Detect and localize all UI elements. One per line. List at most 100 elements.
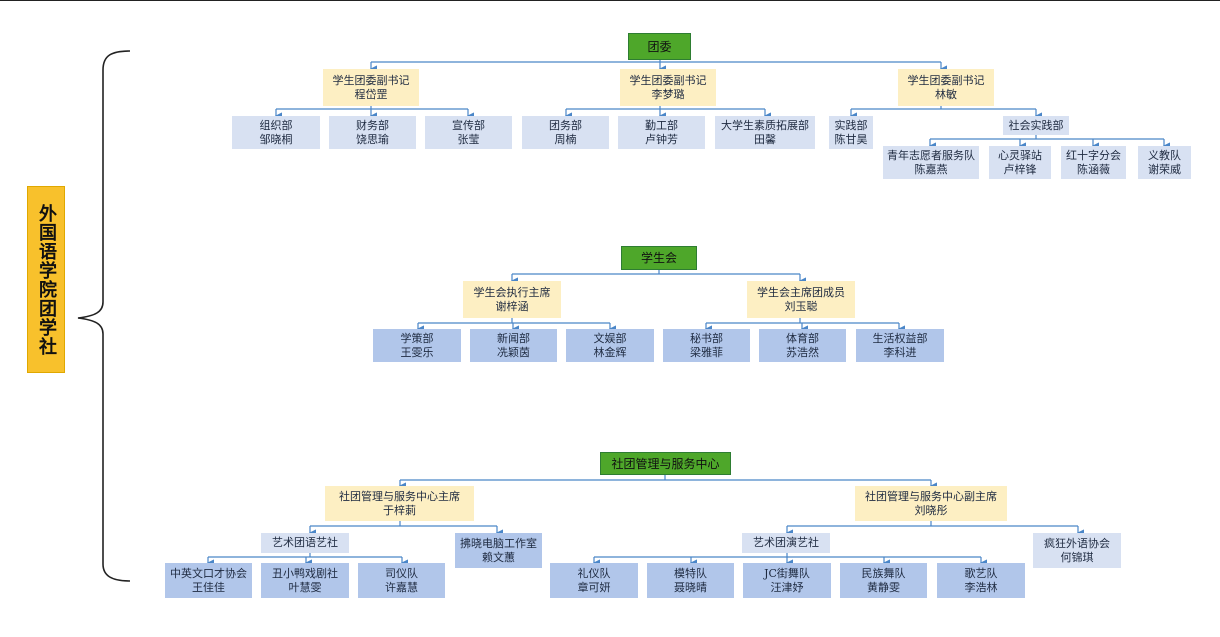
center-leader-node[interactable]: 社团管理与服务中心副主席 刘晓彤 xyxy=(855,486,1007,521)
dept-node[interactable]: 生活权益部 李科进 xyxy=(856,329,944,362)
node-title: 拂晓电脑工作室 xyxy=(460,536,537,550)
node-title: 艺术团演艺社 xyxy=(753,536,819,549)
node-person: 李梦璐 xyxy=(651,87,685,101)
node-title: 宣传部 xyxy=(452,118,485,132)
deputy-secretary-node[interactable]: 学生团委副书记 程岱罡 xyxy=(323,69,419,106)
node-title: 团务部 xyxy=(549,118,582,132)
node-person: 叶慧雯 xyxy=(288,580,322,594)
node-person: 程岱罡 xyxy=(354,87,388,101)
union-leader-node[interactable]: 学生会执行主席 谢梓涵 xyxy=(463,281,561,318)
node-person: 刘玉聪 xyxy=(784,299,818,313)
dept-node[interactable]: 体育部 苏浩然 xyxy=(759,329,846,362)
top-border xyxy=(0,0,1220,1)
node-title: 义教队 xyxy=(1148,148,1181,162)
node-person: 章可妍 xyxy=(577,580,611,594)
node-title: 心灵驿站 xyxy=(998,148,1042,162)
team-node[interactable]: 红十字分会 陈涵薇 xyxy=(1061,146,1126,179)
node-title: 民族舞队 xyxy=(861,566,906,580)
node-title: 歌艺队 xyxy=(964,566,998,580)
node-title: 学生团委副书记 xyxy=(907,73,985,87)
youth-league-node[interactable]: 团委 xyxy=(628,33,691,60)
team-node[interactable]: 青年志愿者服务队 陈嘉燕 xyxy=(883,146,979,179)
studio-node[interactable]: 拂晓电脑工作室 赖文蕙 xyxy=(455,533,542,568)
node-person: 陈嘉燕 xyxy=(914,162,948,176)
deputy-secretary-node[interactable]: 学生团委副书记 林敏 xyxy=(898,69,994,106)
node-person: 陈甘昊 xyxy=(834,132,868,146)
node-title: 新闻部 xyxy=(497,331,530,345)
deputy-secretary-node[interactable]: 学生团委副书记 李梦璐 xyxy=(620,69,716,106)
club-node[interactable]: 中英文口才协会 王佳佳 xyxy=(165,563,252,598)
dept-node[interactable]: 团务部 周楠 xyxy=(522,116,609,149)
node-person: 刘晓彤 xyxy=(914,503,948,517)
dept-node[interactable]: 秘书部 梁雅菲 xyxy=(663,329,750,362)
node-person: 张莹 xyxy=(457,132,480,146)
node-title: 学生团委副书记 xyxy=(332,73,410,87)
node-person: 李科进 xyxy=(883,345,917,359)
team-node[interactable]: 心灵驿站 卢梓锋 xyxy=(989,146,1051,179)
node-title: 社团管理与服务中心副主席 xyxy=(865,489,997,503)
node-person: 许嘉慧 xyxy=(385,580,418,594)
dept-node[interactable]: 学策部 王雯乐 xyxy=(373,329,461,362)
node-person: 卢梓锋 xyxy=(1003,162,1037,176)
club-node[interactable]: 疯狂外语协会 何锦琪 xyxy=(1033,533,1121,568)
union-leader-node[interactable]: 学生会主席团成员 刘玉聪 xyxy=(747,281,855,318)
node-person: 黄静雯 xyxy=(867,580,900,594)
club-node[interactable]: 模特队 聂晓晴 xyxy=(647,563,734,598)
node-person: 邹晓桐 xyxy=(259,132,293,146)
node-title: 大学生素质拓展部 xyxy=(721,118,809,132)
dept-node[interactable]: 文娱部 林金辉 xyxy=(566,329,654,362)
dept-node[interactable]: 宣传部 张莹 xyxy=(425,116,512,149)
node-title: JC街舞队 xyxy=(764,566,810,580)
student-union-node[interactable]: 学生会 xyxy=(621,246,697,270)
club-center-node[interactable]: 社团管理与服务中心 xyxy=(600,452,731,475)
node-person: 聂晓晴 xyxy=(674,580,707,594)
node-title: 司仪队 xyxy=(385,566,418,580)
node-title: 体育部 xyxy=(786,331,819,345)
node-title: 生活权益部 xyxy=(872,331,928,345)
club-node[interactable]: 民族舞队 黄静雯 xyxy=(840,563,927,598)
node-person: 林金辉 xyxy=(593,345,627,359)
club-node[interactable]: 司仪队 许嘉慧 xyxy=(358,563,445,598)
node-title: 社会实践部 xyxy=(1008,118,1064,132)
node-person: 周楠 xyxy=(554,132,577,146)
node-person: 田馨 xyxy=(754,132,776,146)
node-person: 王雯乐 xyxy=(400,345,434,359)
center-leader-node[interactable]: 社团管理与服务中心主席 于梓莿 xyxy=(325,486,474,521)
node-title: 模特队 xyxy=(674,566,707,580)
dept-node[interactable]: 大学生素质拓展部 田馨 xyxy=(715,116,815,149)
node-title: 丑小鸭戏剧社 xyxy=(272,566,338,580)
dept-node[interactable]: 新闻部 冼颖茵 xyxy=(470,329,557,362)
node-title: 学策部 xyxy=(400,331,434,345)
dept-node[interactable]: 财务部 饶思瑜 xyxy=(329,116,416,149)
org-side-label: 外国语学院团学社 xyxy=(27,186,65,373)
art-group-node[interactable]: 艺术团语艺社 xyxy=(261,533,349,553)
club-node[interactable]: JC街舞队 汪津妤 xyxy=(743,563,831,598)
node-title: 秘书部 xyxy=(690,331,723,345)
dept-node[interactable]: 组织部 邹晓桐 xyxy=(232,116,320,149)
node-title: 中英文口才协会 xyxy=(170,566,247,580)
club-center-title: 社团管理与服务中心 xyxy=(611,456,720,471)
node-person: 李浩林 xyxy=(964,580,998,594)
social-practice-node[interactable]: 社会实践部 xyxy=(1003,116,1069,135)
team-node[interactable]: 义教队 谢荣威 xyxy=(1138,146,1191,179)
node-person: 苏浩然 xyxy=(786,345,819,359)
node-person: 卢钟芳 xyxy=(645,132,678,146)
node-title: 学生会执行主席 xyxy=(473,285,551,299)
node-person: 王佳佳 xyxy=(192,580,225,594)
node-title: 勤工部 xyxy=(645,118,678,132)
dept-node[interactable]: 实践部 陈甘昊 xyxy=(829,116,873,149)
node-person: 冼颖茵 xyxy=(497,345,530,359)
node-title: 财务部 xyxy=(356,118,389,132)
club-node[interactable]: 丑小鸭戏剧社 叶慧雯 xyxy=(261,563,349,598)
club-node[interactable]: 歌艺队 李浩林 xyxy=(937,563,1025,598)
club-node[interactable]: 礼仪队 章可妍 xyxy=(550,563,638,598)
node-title: 组织部 xyxy=(259,118,293,132)
dept-node[interactable]: 勤工部 卢钟芳 xyxy=(618,116,705,149)
node-person: 林敏 xyxy=(935,87,957,101)
art-group-node[interactable]: 艺术团演艺社 xyxy=(742,533,830,553)
node-person: 何锦琪 xyxy=(1060,550,1094,564)
node-title: 礼仪队 xyxy=(577,566,611,580)
node-title: 实践部 xyxy=(834,118,868,132)
node-person: 谢梓涵 xyxy=(495,299,529,313)
